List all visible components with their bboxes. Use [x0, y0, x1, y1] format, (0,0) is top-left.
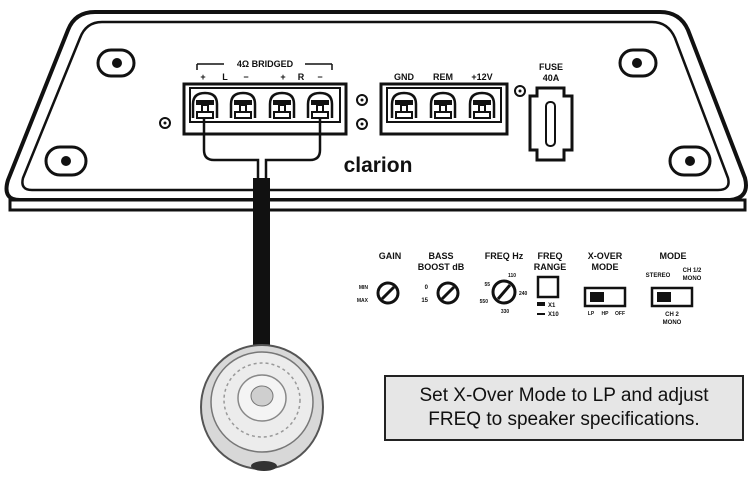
freq-mark: 330 [501, 309, 510, 315]
polarity-label: L [222, 72, 228, 82]
gain-title: GAIN [379, 251, 402, 261]
control-panel: GAIN MIN MAX BASS BOOST dB 0 15 FREQ Hz … [357, 251, 702, 326]
instruction-note: Set X-Over Mode to LP and adjust FREQ to… [384, 375, 744, 441]
bass-title: BASS [428, 251, 453, 261]
xover-mode-title: MODE [592, 262, 619, 272]
rem-label: REM [433, 72, 453, 82]
speaker-terminal-icon [268, 91, 296, 119]
polarity-label: + [200, 72, 205, 82]
power-terminal-block: GND REM +12V [379, 72, 509, 136]
mode-stereo-label: STEREO [646, 273, 671, 279]
speaker-terminal-icon [191, 91, 219, 119]
amplifier-body [4, 10, 748, 212]
polarity-label: − [243, 72, 248, 82]
speaker-wires [202, 118, 322, 180]
mode-switch[interactable] [650, 286, 694, 308]
x10-label: X10 [548, 312, 559, 318]
freq-title: FREQ Hz [485, 251, 524, 261]
freq-range-title-2: RANGE [534, 262, 567, 272]
instruction-line-1: Set X-Over Mode to LP and adjust [419, 385, 709, 406]
mode-ch12-label: CH 1/2 [683, 268, 702, 274]
bass-high-label: 15 [421, 298, 428, 304]
speaker-terminal-icon [229, 91, 257, 119]
mounting-slot-bottom-left [44, 145, 88, 177]
fuse-label: FUSE [539, 62, 563, 72]
instruction-line-2: FREQ to speaker specifications. [428, 409, 700, 430]
bass-boost-knob[interactable] [436, 281, 460, 305]
screw-icon [159, 117, 171, 129]
gain-min-label: MIN [359, 285, 369, 291]
mounting-slot-bottom-right [668, 145, 712, 177]
brand-logo: clarion [344, 154, 413, 177]
fuse-holder: FUSE 40A [528, 62, 574, 162]
xover-option-off: OFF [615, 311, 625, 317]
freq-mark: 550 [480, 299, 489, 305]
freq-range-button[interactable] [536, 275, 560, 299]
freq-range-title: FREQ [537, 251, 562, 261]
gnd-label: GND [394, 72, 415, 82]
screw-icon [356, 94, 368, 106]
polarity-label: + [280, 72, 285, 82]
bridged-label: 4Ω BRIDGED [237, 59, 294, 69]
freq-mark: 55 [484, 282, 490, 288]
screw-icon [514, 85, 526, 97]
power-terminal-icon [390, 91, 418, 119]
mode-title: MODE [660, 251, 687, 261]
x1-label: X1 [548, 303, 556, 309]
mode-ch12-mono-label: MONO [683, 276, 702, 282]
freq-knob[interactable] [491, 279, 517, 305]
mode-ch2-mono-label: MONO [663, 320, 682, 326]
bass-boost-title: BOOST dB [418, 262, 465, 272]
power-terminal-icon [429, 91, 457, 119]
screw-icon [356, 118, 368, 130]
mounting-slot-top-left [96, 48, 136, 78]
gain-knob[interactable] [376, 281, 400, 305]
freq-mark: 240 [519, 291, 528, 297]
fuse-rating: 40A [543, 73, 560, 83]
bass-low-label: 0 [425, 285, 429, 291]
xover-option-lp: LP [588, 311, 595, 317]
mode-ch2-label: CH 2 [665, 312, 679, 318]
speaker-cable [253, 178, 270, 356]
x10-indicator-icon [537, 313, 545, 315]
power-terminal-icon [468, 91, 496, 119]
gain-max-label: MAX [357, 298, 369, 304]
xover-option-hp: HP [602, 311, 610, 317]
polarity-label: − [317, 72, 322, 82]
polarity-label: R [298, 72, 305, 82]
speaker [200, 344, 324, 471]
xover-mode-switch[interactable] [583, 286, 627, 308]
x1-indicator-icon [537, 302, 545, 306]
freq-mark: 110 [508, 273, 516, 279]
speaker-terminal-icon [306, 91, 334, 119]
mounting-slot-top-right [618, 48, 658, 78]
xover-title: X-OVER [588, 251, 623, 261]
plus12v-label: +12V [471, 72, 492, 82]
